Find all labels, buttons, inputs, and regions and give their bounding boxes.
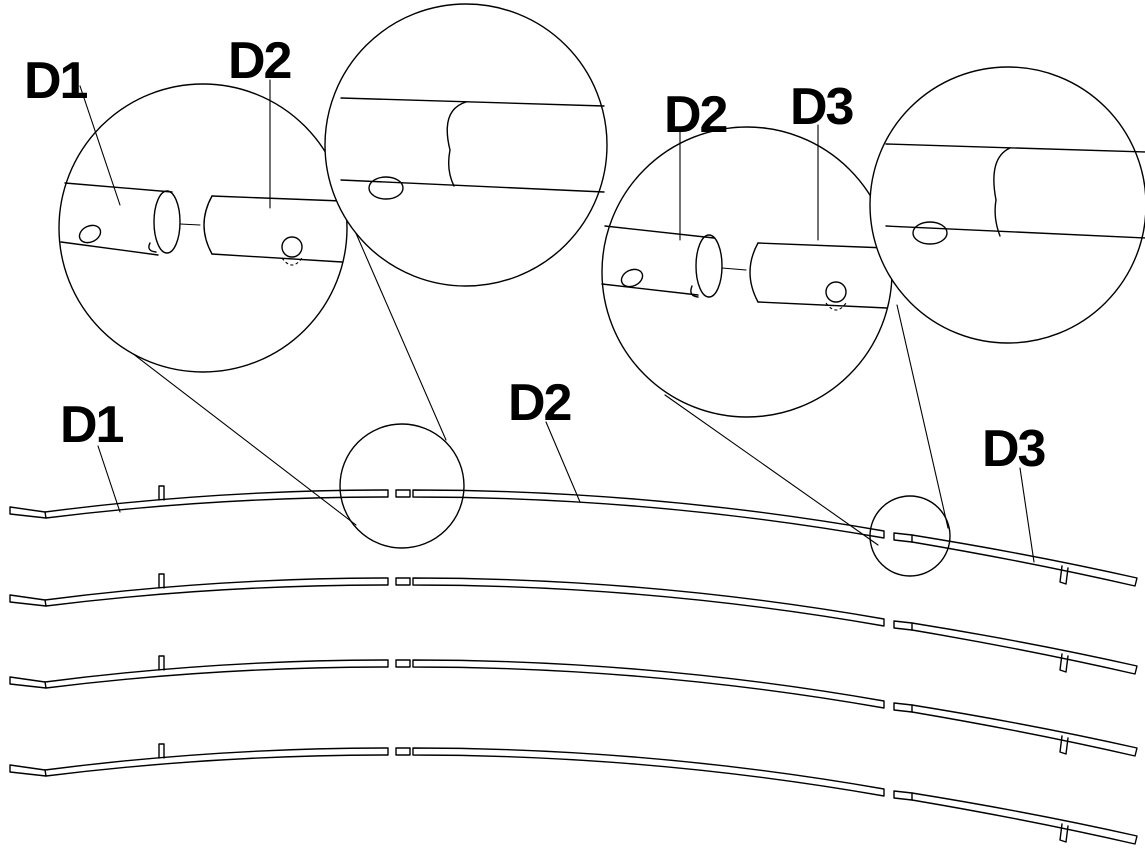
detail-bubble-d2-d3-assembled xyxy=(869,66,1145,344)
label-d3-main: D3 xyxy=(982,420,1046,478)
label-d2-detail-right: D2 xyxy=(664,86,727,144)
label-d1-detail: D1 xyxy=(24,52,88,110)
rail-segment-d2 xyxy=(412,489,885,539)
label-d3-detail: D3 xyxy=(790,78,854,136)
detail-bubble-d1-d2-assembled xyxy=(324,3,608,287)
rail-segment-d3 xyxy=(893,532,1138,587)
label-d1-main: D1 xyxy=(60,396,124,454)
rail-connector-d1-d2 xyxy=(395,489,411,498)
leader-lines xyxy=(79,79,1035,563)
rail-1 xyxy=(9,485,1138,587)
highlight-circle-d2-d3 xyxy=(869,495,951,577)
label-d2-detail-left: D2 xyxy=(228,32,291,90)
label-d2-main: D2 xyxy=(508,374,571,432)
highlight-circle-d1-d2 xyxy=(339,423,465,549)
rail-set xyxy=(9,485,1138,845)
detail-bubble-d2-d3-exploded xyxy=(601,126,893,418)
detail-bubble-d1-d2-exploded xyxy=(58,83,348,373)
rail-segment-d1 xyxy=(9,485,389,519)
zoom-callout-lines xyxy=(114,214,949,546)
rail-3 xyxy=(9,655,1138,757)
rail-4 xyxy=(9,743,1138,845)
rail-2 xyxy=(9,573,1138,675)
